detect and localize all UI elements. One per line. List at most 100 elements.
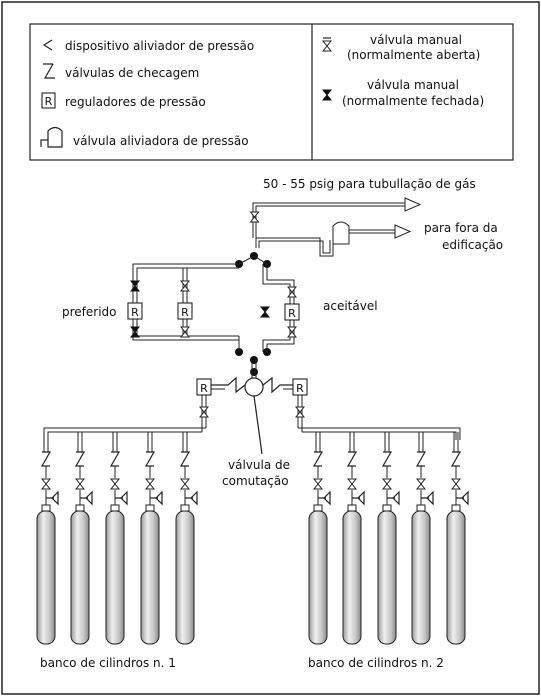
bank1-cylinder-1-check-valve-icon bbox=[40, 451, 52, 467]
outlet-arrow-icon bbox=[404, 197, 422, 212]
bank1-cylinder-5-cylinder-valve bbox=[180, 504, 190, 512]
bank1-cylinder-5-drop-pipe bbox=[182, 432, 188, 452]
switch-valve-icon bbox=[244, 377, 264, 397]
legend-frame bbox=[29, 23, 514, 161]
outlet-manual-valve-icon bbox=[250, 211, 259, 223]
preferred-open-valve-icon bbox=[180, 280, 190, 292]
regulator-manifold: R R preferido R aceitável bbox=[62, 252, 378, 378]
legend-check-valves: válvulas de checagem bbox=[65, 66, 199, 80]
bank2-cylinder-1-cylinder bbox=[308, 510, 328, 645]
bank2-cylinder-5-check-valve-icon bbox=[450, 451, 462, 467]
legend-relief-device: dispositivo aliviador de pressão bbox=[65, 39, 254, 53]
bank1-cylinder-2-relief-device-icon bbox=[80, 490, 93, 506]
regulator-icon bbox=[41, 92, 56, 109]
legend-relief-valve: válvula aliviadora de pressão bbox=[73, 134, 249, 148]
bank2-cylinder-2-check-valve-icon bbox=[346, 451, 358, 467]
bank2-cylinder-3-cylinder bbox=[377, 510, 397, 645]
bank2-cylinder-5-manual-valve-icon bbox=[451, 478, 461, 490]
vent-arrow-icon bbox=[394, 224, 412, 239]
bank2-cylinder-1-check-valve-icon bbox=[312, 451, 324, 467]
bank1-cylinder-3-manual-valve-icon bbox=[110, 478, 120, 490]
bank2-cylinder-3-cylinder-valve bbox=[382, 504, 392, 512]
legend-pressure-regulators: reguladores de pressão bbox=[65, 95, 206, 109]
bank1-header bbox=[43, 427, 206, 440]
bank1-cylinder-2-manual-valve-icon bbox=[75, 478, 85, 490]
bank2-cylinder-1-drop-pipe bbox=[315, 432, 321, 452]
bank1-cylinder-4-cylinder-valve bbox=[145, 504, 155, 512]
bank2-cylinder-4-check-valve-icon bbox=[415, 451, 427, 467]
bank1-cylinder-5-manual-valve-icon bbox=[180, 478, 190, 490]
bank1-cylinder-1-drop-pipe bbox=[43, 432, 49, 452]
bank2-cylinder-5-cylinder bbox=[446, 510, 466, 645]
legend-manual-open-line2: (normalmente aberta) bbox=[347, 48, 480, 62]
bank2-cylinder-2-drop-pipe bbox=[349, 432, 355, 452]
bank1-cylinder-4-relief-device-icon bbox=[150, 490, 163, 506]
bank2-cylinder-4-manual-valve-icon bbox=[416, 478, 426, 490]
bank2-cylinder-4-cylinder bbox=[411, 510, 431, 645]
acceptable-regulator-letter: R bbox=[288, 307, 296, 320]
bank2-cylinder-2-manual-valve-icon bbox=[347, 478, 357, 490]
bank1-cylinder-4-drop-pipe bbox=[147, 432, 153, 452]
bank1-cylinder-3-cylinder-valve bbox=[110, 504, 120, 512]
bank2-cylinder-5-cylinder-valve bbox=[451, 504, 461, 512]
preferred-closed-valve-icon bbox=[130, 280, 140, 292]
switch-valve-section: R R válvula de comutação bbox=[196, 376, 308, 488]
bank2-cylinder-2-relief-device-icon bbox=[352, 490, 365, 506]
switch-leader-line bbox=[253, 395, 263, 455]
bank2-outlet-valve-icon bbox=[295, 406, 305, 418]
bank1-cylinder-2-check-valve-icon bbox=[74, 451, 86, 467]
bank2-cylinder-5-drop-pipe bbox=[453, 432, 459, 452]
bank1-cylinder-1-cylinder-valve bbox=[41, 504, 51, 512]
bank1-cylinder-4-cylinder bbox=[140, 510, 160, 645]
bank1-cylinder-4-manual-valve-icon bbox=[145, 478, 155, 490]
bank2-cylinder-3-drop-pipe bbox=[384, 432, 390, 452]
bank1-cylinder-3-check-valve-icon bbox=[109, 451, 121, 467]
outlet-label: 50 - 55 psig para tubullação de gás bbox=[263, 177, 476, 191]
relief-branch-pipe bbox=[255, 237, 334, 257]
relief-valve-icon bbox=[40, 126, 63, 148]
bank1-cylinder-2-drop-pipe bbox=[77, 432, 83, 452]
bank1-cylinder-3-relief-device-icon bbox=[115, 490, 128, 506]
bank2-cylinder-3-manual-valve-icon bbox=[382, 478, 392, 490]
bank1-cylinder-1-cylinder bbox=[36, 510, 56, 645]
bank2-header bbox=[298, 427, 461, 440]
relief-valve-icon-main bbox=[332, 221, 350, 245]
bank1-outlet-valve-icon bbox=[199, 406, 209, 418]
legend: dispositivo aliviador de pressão válvula… bbox=[29, 23, 514, 161]
bank2-cylinder-3-check-valve-icon bbox=[381, 451, 393, 467]
bank2-cylinder-2-cylinder bbox=[342, 510, 362, 645]
preferred-closed-valve-icon-2 bbox=[130, 326, 140, 338]
legend-manual-closed-line2: (normalmente fechada) bbox=[342, 94, 484, 108]
bank2-cylinder-5-relief-device-icon bbox=[456, 490, 469, 506]
check-valve-icon bbox=[43, 63, 55, 79]
bank1-cylinder-5-relief-device-icon bbox=[185, 490, 198, 506]
cylinder-banks bbox=[36, 432, 469, 645]
bank1-cylinder-3-drop-pipe bbox=[112, 432, 118, 452]
preferred-regulator-letter-2: R bbox=[181, 306, 189, 319]
bank1-cylinder-1-relief-device-icon bbox=[46, 490, 59, 506]
acceptable-open-valve-icon-2 bbox=[287, 326, 297, 338]
manual-valve-closed-icon bbox=[322, 89, 332, 101]
outlet-pipe bbox=[252, 202, 405, 238]
bank1-cylinder-5-cylinder bbox=[175, 510, 195, 645]
right-check-valve-icon bbox=[262, 376, 296, 394]
bank2-cylinder-2-cylinder-valve bbox=[347, 504, 357, 512]
bank2-cylinder-1-relief-device-icon bbox=[318, 490, 331, 506]
outside-label-line2: edificação bbox=[442, 238, 503, 252]
switch-label-line1: válvula de bbox=[228, 458, 290, 472]
switch-label-line2: comutação bbox=[222, 474, 289, 488]
bank2-cylinder-3-relief-device-icon bbox=[387, 490, 400, 506]
legend-manual-open-line1: válvula manual bbox=[370, 33, 462, 47]
bank1-cylinder-2-cylinder bbox=[70, 510, 90, 645]
bank2-regulator-letter: R bbox=[296, 382, 304, 395]
preferred-open-valve-icon-2 bbox=[180, 326, 190, 338]
preferred-label: preferido bbox=[62, 305, 117, 319]
bank1-regulator-letter: R bbox=[200, 382, 208, 395]
bank2-label: banco de cilindros n. 2 bbox=[308, 656, 444, 670]
preferred-regulator-letter: R bbox=[131, 306, 139, 319]
acceptable-open-valve-icon bbox=[287, 286, 297, 298]
relief-device-icon bbox=[42, 39, 53, 51]
bank2-cylinder-1-cylinder-valve bbox=[313, 504, 323, 512]
